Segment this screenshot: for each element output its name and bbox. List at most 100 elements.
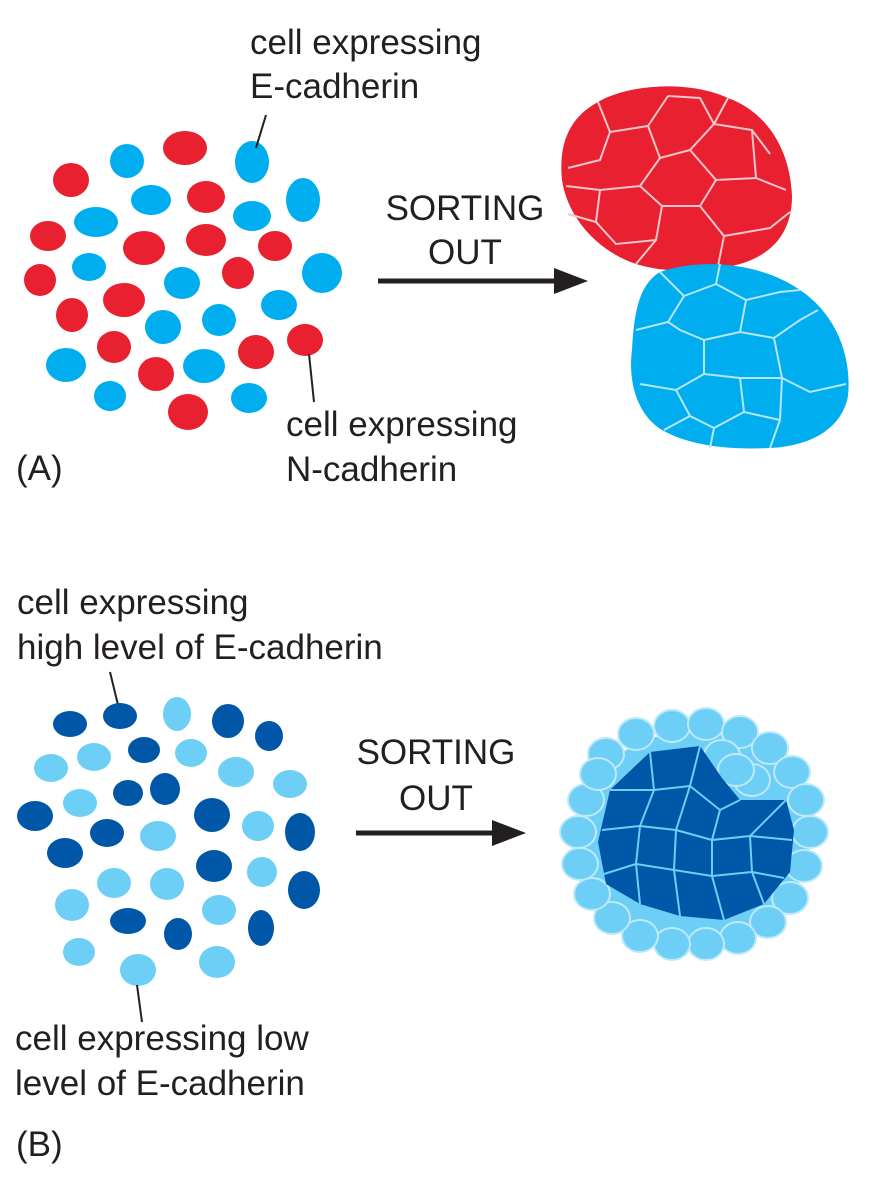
n-cadherin-cell xyxy=(123,231,165,265)
low-e-cadherin-cell xyxy=(150,868,184,900)
cell-wall xyxy=(751,871,765,905)
cell-wall xyxy=(749,835,793,841)
cell-wall xyxy=(709,427,715,449)
high-e-cadherin-cell xyxy=(248,910,274,946)
n-cadherin-label-line2: N-cadherin xyxy=(286,450,457,489)
low-e-cadherin-leader-line xyxy=(136,984,143,1023)
panel-b-mixed-cells xyxy=(17,697,320,986)
low-e-cadherin-cell xyxy=(273,770,307,798)
n-cadherin-cell xyxy=(24,264,56,296)
cell-wall xyxy=(739,309,819,340)
n-cadherin-cell xyxy=(287,324,323,356)
cell-wall xyxy=(713,97,729,125)
high-e-cadherin-cell xyxy=(194,798,230,832)
e-cadherin-label-line1: cell expressing xyxy=(250,23,482,62)
cell-wall xyxy=(635,271,686,331)
n-cadherin-cell xyxy=(168,394,208,430)
panel-b: cell expressing high level of E-cadherin… xyxy=(15,583,829,1164)
e-cadherin-cell xyxy=(145,310,181,344)
sorting-out-label-b-line1: SORTING xyxy=(357,733,516,772)
panel-a-mixed-cells xyxy=(24,131,342,430)
e-cadherin-cell xyxy=(164,267,200,299)
high-e-cadherin-label-line1: cell expressing xyxy=(17,583,249,622)
low-e-cadherin-cell xyxy=(218,757,254,787)
n-cadherin-leader-line xyxy=(308,353,315,403)
n-cadherin-cell xyxy=(222,257,254,289)
e-cadherin-cell xyxy=(231,383,267,413)
panel-a-label: (A) xyxy=(16,449,63,488)
e-cadherin-cell xyxy=(94,381,126,411)
low-e-cadherin-cell xyxy=(55,889,89,921)
low-e-cadherin-sorted-cell xyxy=(717,753,755,787)
cell-wall xyxy=(773,337,847,394)
n-cadherin-cell xyxy=(30,221,66,251)
low-e-cadherin-cell xyxy=(242,811,274,841)
low-e-cadherin-label-line2: level of E-cadherin xyxy=(15,1064,305,1103)
e-cadherin-cell xyxy=(235,141,269,183)
e-cadherin-cell xyxy=(72,253,106,281)
high-e-cadherin-cell xyxy=(285,813,315,851)
low-e-cadherin-cell xyxy=(97,868,131,898)
cell-wall xyxy=(751,871,785,879)
low-e-cadherin-cell xyxy=(63,938,95,966)
low-e-cadherin-sorted-cell xyxy=(787,783,825,817)
cell-wall xyxy=(745,289,801,301)
sorting-arrow-a xyxy=(378,268,588,294)
n-cadherin-cell xyxy=(56,298,88,332)
n-cadherin-cell xyxy=(258,231,292,261)
high-e-cadherin-cell xyxy=(128,737,160,763)
low-e-cadherin-cell xyxy=(140,821,176,851)
high-e-cadherin-label-line2: high level of E-cadherin xyxy=(17,628,383,667)
high-e-cadherin-cell xyxy=(212,704,244,738)
panel-b-label: (B) xyxy=(16,1125,63,1164)
low-e-cadherin-sorted-cell xyxy=(687,707,725,741)
high-e-cadherin-cell xyxy=(255,721,283,751)
low-e-cadherin-cell xyxy=(202,895,236,925)
low-e-cadherin-sorted-cell xyxy=(719,921,757,955)
cell-wall xyxy=(635,863,641,905)
cell-wall xyxy=(673,869,681,917)
low-e-cadherin-cell xyxy=(199,946,235,978)
sorting-out-label-a-line1: SORTING xyxy=(386,189,545,228)
low-e-cadherin-label-line1: cell expressing low xyxy=(15,1019,309,1058)
e-cadherin-cell xyxy=(74,207,118,237)
low-e-cadherin-cell xyxy=(120,954,156,986)
e-cadherin-cell xyxy=(302,253,342,293)
high-e-cadherin-cell xyxy=(110,908,146,934)
n-cadherin-cell xyxy=(97,331,131,363)
cell-wall xyxy=(743,411,781,421)
cell-wall xyxy=(567,213,597,223)
high-e-cadherin-cell xyxy=(17,801,53,831)
sorting-out-label-b-line2: OUT xyxy=(399,779,473,818)
low-e-cadherin-sorted-cell xyxy=(573,877,611,911)
n-cadherin-cell xyxy=(163,131,207,165)
low-e-cadherin-cell xyxy=(77,743,111,771)
cell-wall xyxy=(663,415,691,431)
e-cadherin-cell xyxy=(110,144,144,178)
e-cadherin-cell xyxy=(183,349,225,383)
low-e-cadherin-sorted-cell xyxy=(773,755,811,789)
low-e-cadherin-sorted-cell xyxy=(687,927,725,961)
panel-a: cell expressing E-cadherin SORTING OUT c… xyxy=(16,23,849,489)
low-e-cadherin-sorted-cell xyxy=(653,709,691,743)
high-e-cadherin-cell xyxy=(288,871,320,909)
low-e-cadherin-sorted-cell xyxy=(791,815,829,849)
low-e-cadherin-sorted-cell xyxy=(771,881,809,915)
e-cadherin-cell xyxy=(202,304,236,336)
e-cadherin-cell xyxy=(131,185,171,215)
sorted-blue-cluster xyxy=(559,707,829,961)
e-cadherin-leader-line xyxy=(255,114,267,149)
low-e-cadherin-cell xyxy=(63,789,97,817)
low-e-cadherin-sorted-cell xyxy=(617,717,655,751)
n-cadherin-cell xyxy=(187,181,225,213)
low-e-cadherin-cell xyxy=(34,754,68,782)
e-cadherin-cell xyxy=(233,201,271,231)
red-cell-cluster xyxy=(561,86,792,271)
n-cadherin-cell xyxy=(238,335,274,369)
e-cadherin-cell xyxy=(286,178,320,222)
cell-wall xyxy=(751,129,757,179)
cell-wall xyxy=(594,189,657,246)
low-e-cadherin-sorted-cell xyxy=(749,905,787,939)
sorting-arrow-b xyxy=(356,820,526,846)
